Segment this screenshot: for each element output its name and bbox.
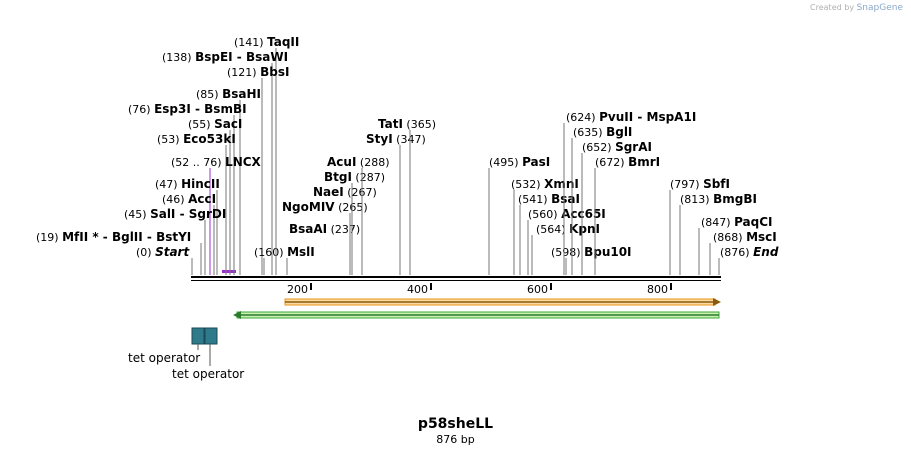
site-label-btgi[interactable]: BtgI (287) [324, 170, 385, 184]
site-label-bsai[interactable]: (541) BsaI [518, 192, 580, 206]
site-label-kpni[interactable]: (564) KpnI [536, 222, 600, 236]
site-label-bmgbi[interactable]: (813) BmgBI [680, 192, 757, 206]
ruler-label-800: 800 [647, 283, 668, 296]
site-label-bmri[interactable]: (672) BmrI [595, 155, 660, 169]
tet-operator-boxes[interactable] [191, 327, 218, 345]
tet-operator-2-label: tet operator [172, 367, 244, 381]
site-label-bpu10i[interactable]: (598) Bpu10I [551, 245, 632, 259]
site-label-start[interactable]: (0) Start [136, 245, 190, 259]
site-label-hincii[interactable]: (47) HincII [155, 177, 220, 191]
site-label-bsahi[interactable]: (85) BsaHI [196, 87, 261, 101]
site-label-ngomiv[interactable]: NgoMIV (265) [282, 200, 368, 214]
site-label-sali-sgrdi[interactable]: (45) SalI - SgrDI [124, 207, 226, 221]
site-label-sbfi[interactable]: (797) SbfI [670, 177, 730, 191]
plasmid-name: p58sheLL [417, 416, 494, 432]
tet-operator-1-label: tet operator [128, 351, 200, 365]
site-label-bgli[interactable]: (635) BglI [573, 125, 632, 139]
ruler-label-200: 200 [287, 283, 308, 296]
created-by-text: Created by [810, 3, 855, 12]
created-by-snapgene: Created by SnapGene [810, 3, 903, 13]
site-label-saci[interactable]: (55) SacI [188, 117, 242, 131]
site-label-msci[interactable]: (868) MscI [713, 230, 777, 244]
lncx-primer-bar[interactable] [222, 270, 236, 273]
forward-feature-arrow[interactable] [284, 298, 721, 306]
ruler-label-400: 400 [407, 283, 428, 296]
site-label-styi[interactable]: StyI (347) [366, 132, 426, 146]
snapgene-logo-text: SnapGene [856, 3, 903, 13]
site-label-naei[interactable]: NaeI (267) [313, 185, 377, 199]
site-label-mfii-bglii-bstyi[interactable]: (19) MfII * - BglII - BstYI [36, 230, 191, 244]
site-label-eco53ki[interactable]: (53) Eco53kI [157, 132, 236, 146]
site-label-paqci[interactable]: (847) PaqCI [701, 215, 773, 229]
site-label-xmni[interactable]: (532) XmnI [511, 177, 579, 191]
site-label-acui[interactable]: AcuI (288) [327, 155, 390, 169]
site-label-acci[interactable]: (46) AccI [162, 192, 216, 206]
ruler-label-600: 600 [527, 283, 548, 296]
site-label-end[interactable]: (876) End [720, 245, 779, 259]
plasmid-length: 876 bp [436, 433, 475, 446]
site-label-acc65i[interactable]: (560) Acc65I [528, 207, 606, 221]
site-label-bbsi[interactable]: (121) BbsI [227, 65, 289, 79]
site-label-lncx[interactable]: (52 .. 76) LNCX [171, 155, 262, 169]
tet-operator-box-1[interactable] [191, 327, 205, 345]
site-label-sgrai[interactable]: (652) SgrAI [582, 140, 652, 154]
sequence-backbone [191, 276, 721, 278]
sequence-backbone-lower [191, 280, 721, 281]
site-label-esp3i-bsmbi[interactable]: (76) Esp3I - BsmBI [128, 102, 247, 116]
site-label-pasi[interactable]: (495) PasI [489, 155, 550, 169]
reverse-feature-arrow[interactable] [233, 311, 720, 319]
restriction-sites: (141) TaqII(138) BspEI - BsaWI(121) BbsI… [36, 35, 779, 275]
tet-operator-box-2[interactable] [204, 327, 218, 345]
site-label-bspei-bsawi[interactable]: (138) BspEI - BsaWI [162, 50, 288, 64]
site-label-msli[interactable]: (160) MslI [254, 245, 315, 259]
site-label-taqii[interactable]: (141) TaqII [234, 35, 299, 49]
site-label-tati[interactable]: TatI (365) [378, 117, 436, 131]
site-label-pvuii-mspa1i[interactable]: (624) PvuII - MspA1I [566, 110, 696, 124]
ruler: 200 400 600 800 [287, 283, 672, 296]
